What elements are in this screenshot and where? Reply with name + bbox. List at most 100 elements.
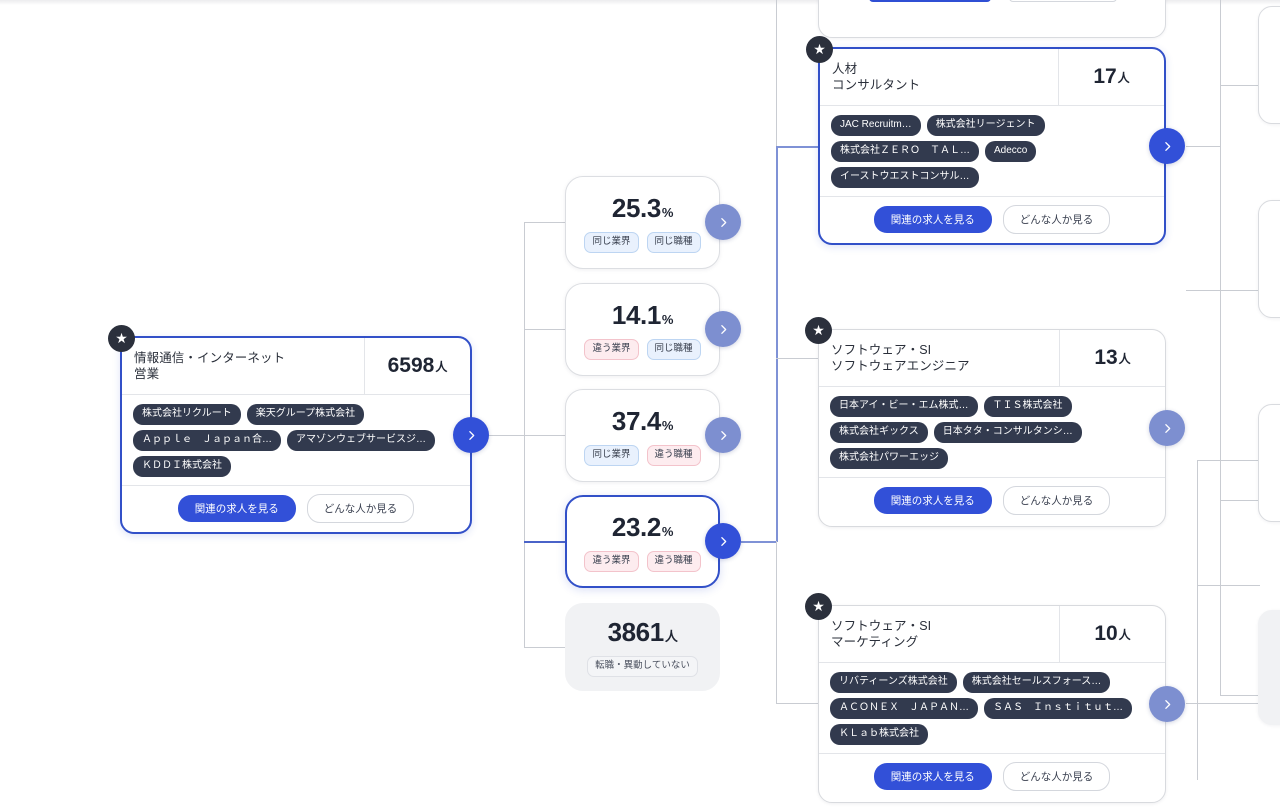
transition-card[interactable]: 25.3%同じ業界同じ職種	[565, 176, 720, 269]
chevron-right-icon	[1164, 699, 1170, 709]
transition-card-tags: 違う業界違う職種	[584, 550, 701, 572]
root-view-jobs-button[interactable]: 関連の求人を見る	[177, 495, 296, 522]
ghost-card-1	[1258, 6, 1280, 124]
result-expand-arrow-button[interactable]	[1149, 410, 1185, 446]
ghost-card-top-primary-button[interactable]	[869, 0, 991, 2]
chevron-right-icon	[720, 324, 726, 334]
root-count-value: 6598	[387, 354, 435, 377]
root-role-label: 営業	[134, 367, 160, 381]
chevron-right-icon	[720, 430, 726, 440]
result-count-value: 13	[1094, 346, 1118, 369]
company-pill[interactable]: アマゾンウェブサービスジ…	[287, 430, 435, 451]
connector-next-spine-2	[1220, 290, 1221, 500]
company-pill[interactable]: ＫＬａｂ株式会社	[830, 724, 928, 745]
company-pill[interactable]: 株式会社セールスフォース…	[962, 672, 1111, 693]
transition-card-tags: 違う業界同じ職種	[584, 338, 701, 360]
result-count-value: 10	[1094, 622, 1118, 645]
root-expand-arrow-button[interactable]	[453, 417, 489, 453]
result-industry-label: 人材	[832, 62, 858, 76]
result-role-label: マーケティング	[831, 635, 919, 649]
connector-active-stub	[741, 541, 776, 543]
stay-card[interactable]: 3861人 転職・異動していない	[565, 603, 720, 691]
connector-next-branch-e	[1197, 460, 1260, 461]
ghost-card-top-secondary-button[interactable]	[1009, 0, 1117, 2]
company-pill[interactable]: ＡＣＯＮＥＸ ＪＡＰＡＮ…	[830, 698, 978, 719]
transition-tag: 違う業界	[584, 338, 639, 360]
stay-value: 3861人	[608, 617, 678, 648]
company-pill[interactable]: 楽天グループ株式会社	[246, 404, 365, 425]
company-pill[interactable]: Adecco	[985, 141, 1037, 162]
result-view-people-button[interactable]: どんな人か見る	[1002, 762, 1111, 791]
result-company-pill-list: 日本アイ・ビー・エム株式…ＴＩＳ株式会社株式会社ギックス日本タタ・コンサルタンシ…	[819, 386, 1165, 477]
transition-card[interactable]: 14.1%違う業界同じ職種	[565, 283, 720, 376]
chevron-right-icon	[1164, 423, 1170, 433]
stay-value-number: 3861	[607, 617, 665, 647]
result-view-jobs-button[interactable]: 関連の求人を見る	[873, 487, 992, 514]
transition-card[interactable]: 23.2%違う業界違う職種	[565, 495, 720, 588]
transition-tag: 同じ職種	[646, 338, 701, 360]
transition-expand-arrow-button[interactable]	[705, 311, 741, 347]
chevron-right-icon	[720, 217, 726, 227]
connector-next-spine-1	[1220, 0, 1221, 290]
connector-next-branch-a	[1220, 85, 1260, 86]
transition-expand-arrow-button[interactable]	[705, 523, 741, 559]
company-pill[interactable]: 日本タタ・コンサルタンシ…	[933, 422, 1082, 443]
result-count-unit: 人	[1118, 627, 1131, 642]
company-pill[interactable]: 株式会社ギックス	[830, 422, 928, 443]
transition-tag: 違う業界	[584, 550, 639, 572]
company-pill[interactable]: ＳＡＳ Ｉｎｓｔｉｔｕｔ…	[984, 698, 1132, 719]
connector-next-stub-1	[1186, 146, 1220, 147]
company-pill[interactable]: 株式会社ＺＥＲＯ ＴＡＬ…	[831, 141, 979, 162]
transition-expand-arrow-button[interactable]	[705, 204, 741, 240]
transition-tag: 違う職種	[646, 444, 701, 466]
connector-branch-4-active	[524, 541, 565, 543]
transition-percent-value: 25.3	[611, 192, 661, 223]
transition-percent-unit: %	[661, 523, 674, 539]
chevron-right-icon	[468, 430, 474, 440]
connector-next-branch-c	[1220, 500, 1260, 501]
ghost-card-3	[1258, 404, 1280, 522]
transition-tag: 違う職種	[646, 550, 701, 572]
result-view-people-button[interactable]: どんな人か見る	[1002, 205, 1111, 234]
result-expand-arrow-button[interactable]	[1149, 128, 1185, 164]
company-pill[interactable]: ＫＤＤＩ株式会社	[133, 456, 231, 477]
result-view-jobs-button[interactable]: 関連の求人を見る	[873, 206, 992, 233]
transition-tag: 同じ業界	[584, 231, 639, 253]
company-pill[interactable]: JAC Recruitm…	[831, 115, 921, 136]
connector-next-branch-g	[1197, 703, 1260, 704]
connector-branch-2	[524, 329, 565, 330]
result-view-people-button[interactable]: どんな人か見る	[1002, 486, 1111, 515]
result-view-jobs-button[interactable]: 関連の求人を見る	[873, 763, 992, 790]
connector-next-stub-3	[1186, 703, 1198, 704]
company-pill[interactable]: 日本アイ・ビー・エム株式…	[830, 396, 978, 417]
stay-value-unit: 人	[664, 629, 678, 644]
transition-card[interactable]: 37.4%同じ業界違う職種	[565, 389, 720, 482]
result-card-footer: 関連の求人を見るどんな人か見る	[819, 477, 1165, 523]
company-pill[interactable]: ＴＩＳ株式会社	[983, 396, 1072, 417]
company-pill[interactable]: イーストウエストコンサル…	[831, 167, 979, 188]
company-pill[interactable]: 株式会社リージェント	[926, 115, 1045, 136]
result-expand-arrow-button[interactable]	[1149, 686, 1185, 722]
stay-card-tags: 転職・異動していない	[587, 656, 698, 677]
company-pill[interactable]: 株式会社パワーエッジ	[830, 448, 948, 469]
transition-percent-value: 14.1	[611, 299, 661, 330]
root-view-people-button[interactable]: どんな人か見る	[306, 494, 415, 523]
result-industry-label: ソフトウェア・SI	[831, 343, 932, 357]
company-pill[interactable]: Ａｐｐｌｅ Ｊａｐａｎ合…	[133, 430, 281, 451]
company-pill[interactable]: リバティーンズ株式会社	[830, 672, 957, 693]
company-pill[interactable]: 株式会社リクルート	[133, 404, 241, 425]
result-role-label: コンサルタント	[832, 78, 921, 92]
transition-card-tags: 同じ業界同じ職種	[584, 231, 701, 253]
transition-expand-arrow-button[interactable]	[705, 417, 741, 453]
connector-next-branch-d	[1220, 695, 1260, 696]
connector-next-branch-b	[1220, 290, 1260, 291]
